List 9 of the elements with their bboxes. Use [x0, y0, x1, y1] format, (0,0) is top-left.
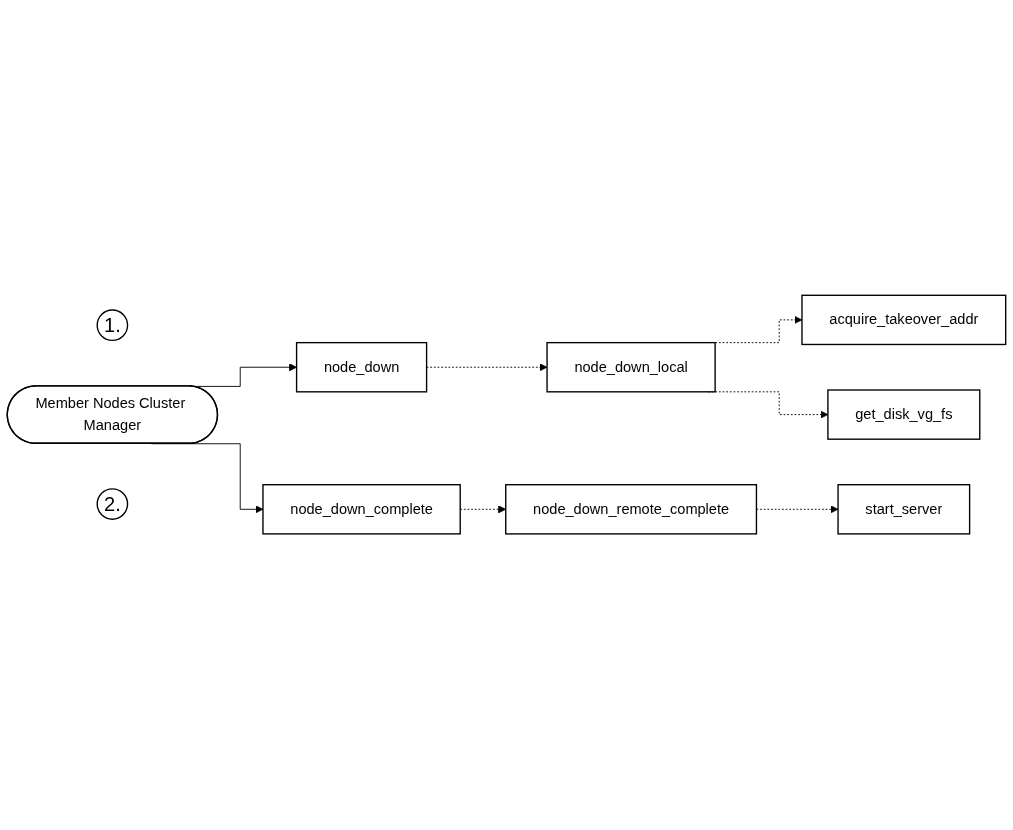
node-box: start_server	[837, 484, 971, 535]
node-box: node_down	[295, 342, 428, 393]
node-circle: 1.	[96, 309, 129, 342]
node-box: acquire_takeover_addr	[801, 295, 1007, 346]
node-box: node_down_complete	[262, 484, 461, 535]
node-box: node_down_remote_complete	[505, 484, 758, 535]
node-box: node_down_local	[546, 342, 716, 393]
node-box: get_disk_vg_fs	[827, 389, 981, 441]
node-circle: 2.	[96, 488, 129, 521]
